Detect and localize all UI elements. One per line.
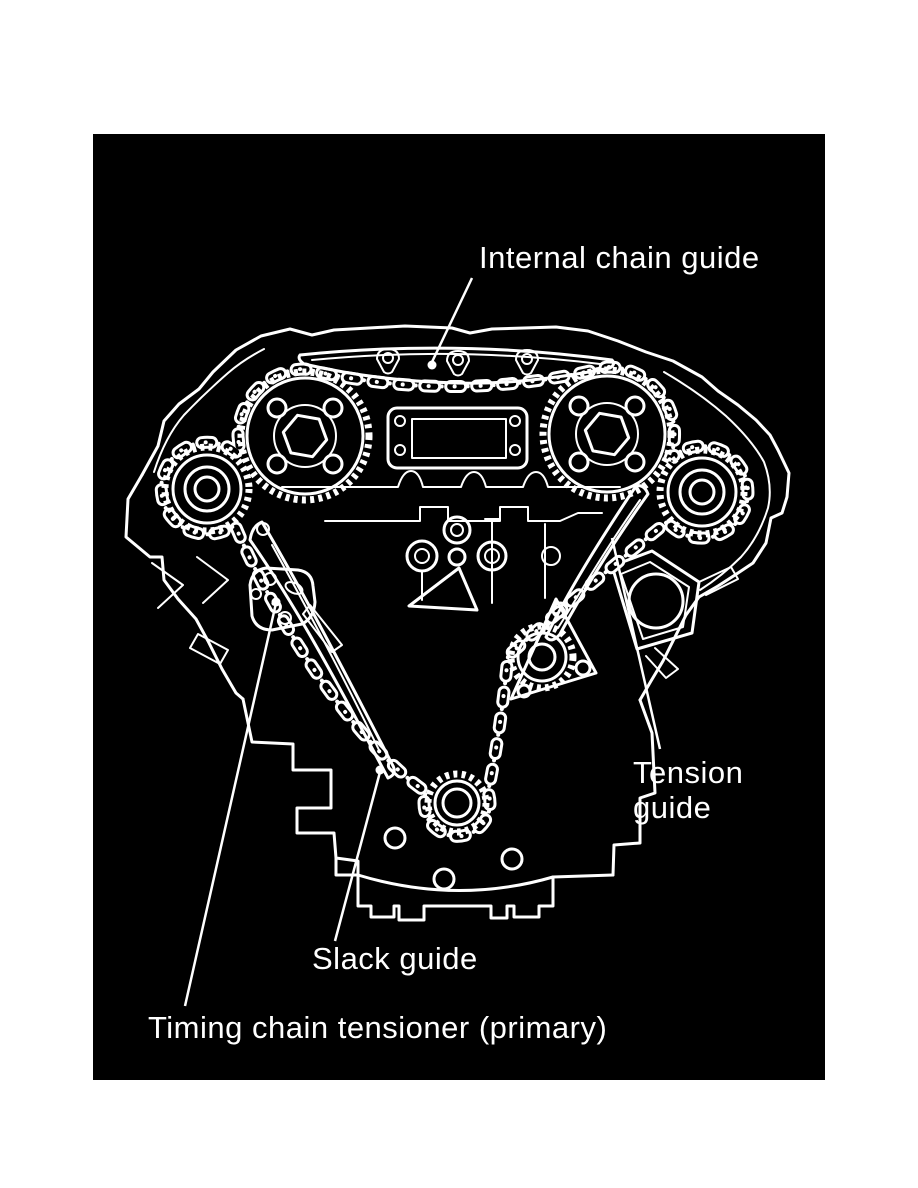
pan-bolt [383, 826, 407, 850]
tensioner-plunger [302, 604, 343, 653]
engine-cover-outline [124, 324, 791, 702]
leader-dot-timing-chain-tensioner [271, 597, 281, 607]
front-cover-plate [386, 406, 529, 470]
pan-bolt [500, 847, 524, 871]
cam-sprocket-left-intake [237, 368, 373, 504]
diagram-art: Internal chain guide Tension guide Slack… [124, 240, 791, 1045]
tension-guide-label-line2: guide [633, 790, 711, 825]
leader-dot-slack-guide [375, 765, 385, 775]
leader-slack-guide [333, 771, 382, 942]
cam-bolt-hex [583, 411, 631, 457]
leader-tension-guide [610, 537, 662, 750]
timing-chain-tensioner-label: Timing chain tensioner (primary) [148, 1010, 607, 1045]
leader-timing-chain-tensioner [183, 602, 278, 1007]
leader-dot-internal-chain-guide [427, 360, 437, 370]
cam-bolt-hex [281, 413, 329, 459]
center-engine-details [281, 406, 621, 612]
right-housing [610, 549, 739, 679]
internal-chain-guide [297, 346, 616, 385]
callout-leaders [183, 277, 662, 1007]
diagram-panel [93, 134, 825, 1080]
tension-guide-label-line1: Tension [633, 755, 743, 790]
pan-bolt [432, 867, 456, 891]
leader-internal-chain-guide [430, 277, 474, 363]
internal-chain-guide-label: Internal chain guide [479, 240, 760, 275]
cam-sprocket-right-exhaust [656, 446, 748, 538]
callout-labels: Internal chain guide Tension guide Slack… [148, 240, 760, 1045]
chain-tensioner-primary [248, 566, 343, 653]
slack-guide-label: Slack guide [312, 941, 478, 976]
engine-block-bottom [241, 697, 657, 922]
crank-sprocket [424, 770, 490, 836]
cam-sprocket-left-exhaust [161, 443, 253, 535]
tension-guide [544, 484, 650, 642]
idler-sprocket [507, 597, 598, 701]
